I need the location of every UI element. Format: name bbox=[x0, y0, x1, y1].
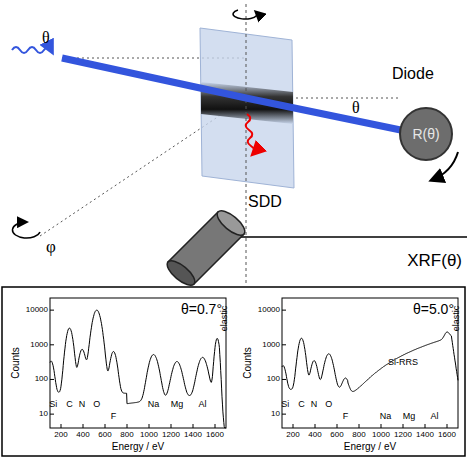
x-ray-beam bbox=[62, 58, 420, 134]
peak-label: elastic bbox=[452, 305, 461, 331]
peak-label: Mg bbox=[403, 412, 416, 421]
tick-label: 100 bbox=[35, 375, 48, 383]
axis-title: Counts bbox=[243, 347, 253, 379]
tick-label: 800 bbox=[120, 431, 133, 439]
tick-label: 10 bbox=[39, 410, 48, 418]
angle-label: φ bbox=[46, 238, 56, 255]
spectrum-line bbox=[282, 332, 458, 391]
peak-label: Si bbox=[49, 400, 57, 409]
peak-label: Al bbox=[199, 400, 207, 409]
peak-label: O bbox=[325, 400, 332, 409]
tick-label: 200 bbox=[286, 431, 299, 439]
tick-label: 10000 bbox=[26, 306, 48, 314]
peak-label: Al bbox=[431, 412, 439, 421]
axis-title: Counts bbox=[11, 347, 21, 379]
tick-label: 1600 bbox=[438, 431, 456, 439]
tick-label: 1200 bbox=[162, 431, 180, 439]
panel-title: θ=5.0° bbox=[413, 302, 454, 316]
spectrum-line bbox=[50, 310, 226, 428]
angle-label: θ bbox=[42, 30, 50, 46]
detector-cable bbox=[232, 236, 467, 238]
rotation-axis bbox=[246, 4, 247, 286]
tick-label: 1600 bbox=[206, 431, 224, 439]
tick-label: 400 bbox=[76, 431, 89, 439]
fluorescence-photon bbox=[246, 114, 255, 154]
signal-label: XRF(θ) bbox=[407, 252, 462, 269]
peak-label: Na bbox=[380, 412, 392, 421]
peak-label: O bbox=[93, 400, 100, 409]
peak-label: C bbox=[66, 400, 73, 409]
tick-label: 1200 bbox=[394, 431, 412, 439]
tick-label: 600 bbox=[98, 431, 111, 439]
incoming-photon bbox=[12, 47, 52, 53]
signal-label: R(θ) bbox=[412, 127, 439, 141]
tick-label: 1400 bbox=[184, 431, 202, 439]
peak-label: Si-RRS bbox=[388, 358, 418, 367]
tick-label: 200 bbox=[54, 431, 67, 439]
diode-detector: DiodeR(θ) bbox=[388, 64, 464, 164]
tick-label: 100 bbox=[267, 375, 280, 383]
tick-label: 1000 bbox=[140, 431, 158, 439]
device-label: SDD bbox=[248, 194, 282, 210]
angle-label: θ bbox=[352, 100, 360, 116]
tick-label: 800 bbox=[352, 431, 365, 439]
tick-label: 10 bbox=[271, 410, 280, 418]
chart-frame bbox=[2, 287, 465, 456]
peak-label: Si bbox=[281, 400, 289, 409]
peak-label: F bbox=[343, 412, 349, 421]
tick-label: 400 bbox=[308, 431, 321, 439]
peak-label: Mg bbox=[171, 400, 184, 409]
panel-title: θ=0.7° bbox=[181, 302, 222, 316]
tick-label: 1000 bbox=[372, 431, 390, 439]
tick-label: 1000 bbox=[30, 341, 48, 349]
peak-label: C bbox=[298, 400, 305, 409]
device-label: Diode bbox=[392, 66, 434, 82]
axis-title: Energy / eV bbox=[344, 442, 396, 452]
peak-label: N bbox=[311, 400, 318, 409]
rotation-arrow bbox=[233, 10, 257, 19]
plot-axes bbox=[282, 298, 458, 428]
axis-title: Energy / eV bbox=[112, 442, 164, 452]
peak-label: elastic bbox=[220, 305, 229, 331]
peak-label: Na bbox=[148, 400, 160, 409]
sdd-detector: SDD bbox=[160, 188, 290, 286]
tick-label: 10000 bbox=[258, 306, 280, 314]
phi-rotation-arrow bbox=[12, 222, 40, 238]
tick-label: 1000 bbox=[262, 341, 280, 349]
plot-axes bbox=[50, 298, 226, 428]
peak-label: N bbox=[79, 400, 86, 409]
peak-label: F bbox=[111, 412, 117, 421]
tick-label: 600 bbox=[330, 431, 343, 439]
tick-label: 1400 bbox=[416, 431, 434, 439]
